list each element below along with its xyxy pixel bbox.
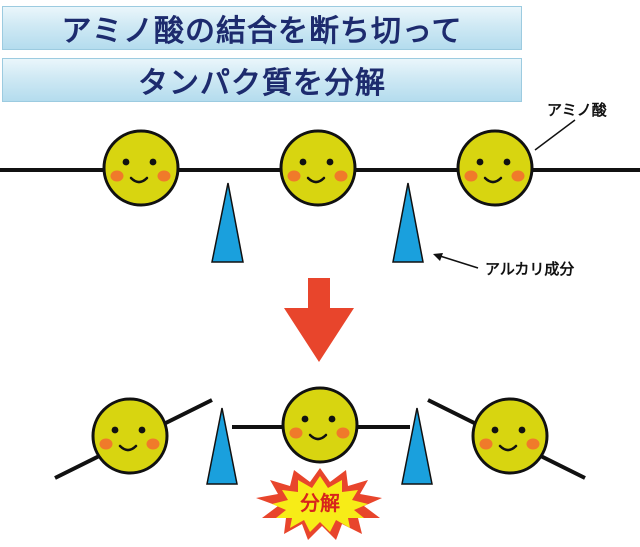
alkali-pointer-head — [433, 253, 443, 261]
alkali-pointer — [439, 255, 479, 269]
amino-acid-circle-1 — [102, 129, 180, 207]
amino-acid-circle-3 — [456, 129, 534, 207]
decompose-burst: 分解 — [256, 468, 382, 540]
alkali-wedge-2 — [392, 182, 424, 263]
alkali-wedge-3 — [206, 407, 238, 485]
down-arrow — [284, 278, 354, 362]
title-banner-1: アミノ酸の結合を断ち切って — [2, 6, 522, 50]
title-banner-2: タンパク質を分解 — [2, 58, 522, 102]
amino-acid-circle-5 — [281, 386, 359, 464]
amino-acid-label: アミノ酸 — [547, 101, 608, 119]
alkali-label: アルカリ成分 — [485, 260, 574, 278]
alkali-wedge-4 — [401, 407, 433, 485]
amino-acid-pointer — [534, 119, 576, 151]
alkali-wedge-1 — [211, 182, 244, 263]
amino-acid-circle-4 — [91, 397, 169, 475]
title-line-1: アミノ酸の結合を断ち切って — [61, 14, 463, 49]
amino-acid-circle-2 — [279, 129, 357, 207]
amino-acid-circle-6 — [471, 397, 549, 475]
title-line-2: タンパク質を分解 — [138, 66, 386, 101]
decompose-label: 分解 — [300, 491, 340, 515]
